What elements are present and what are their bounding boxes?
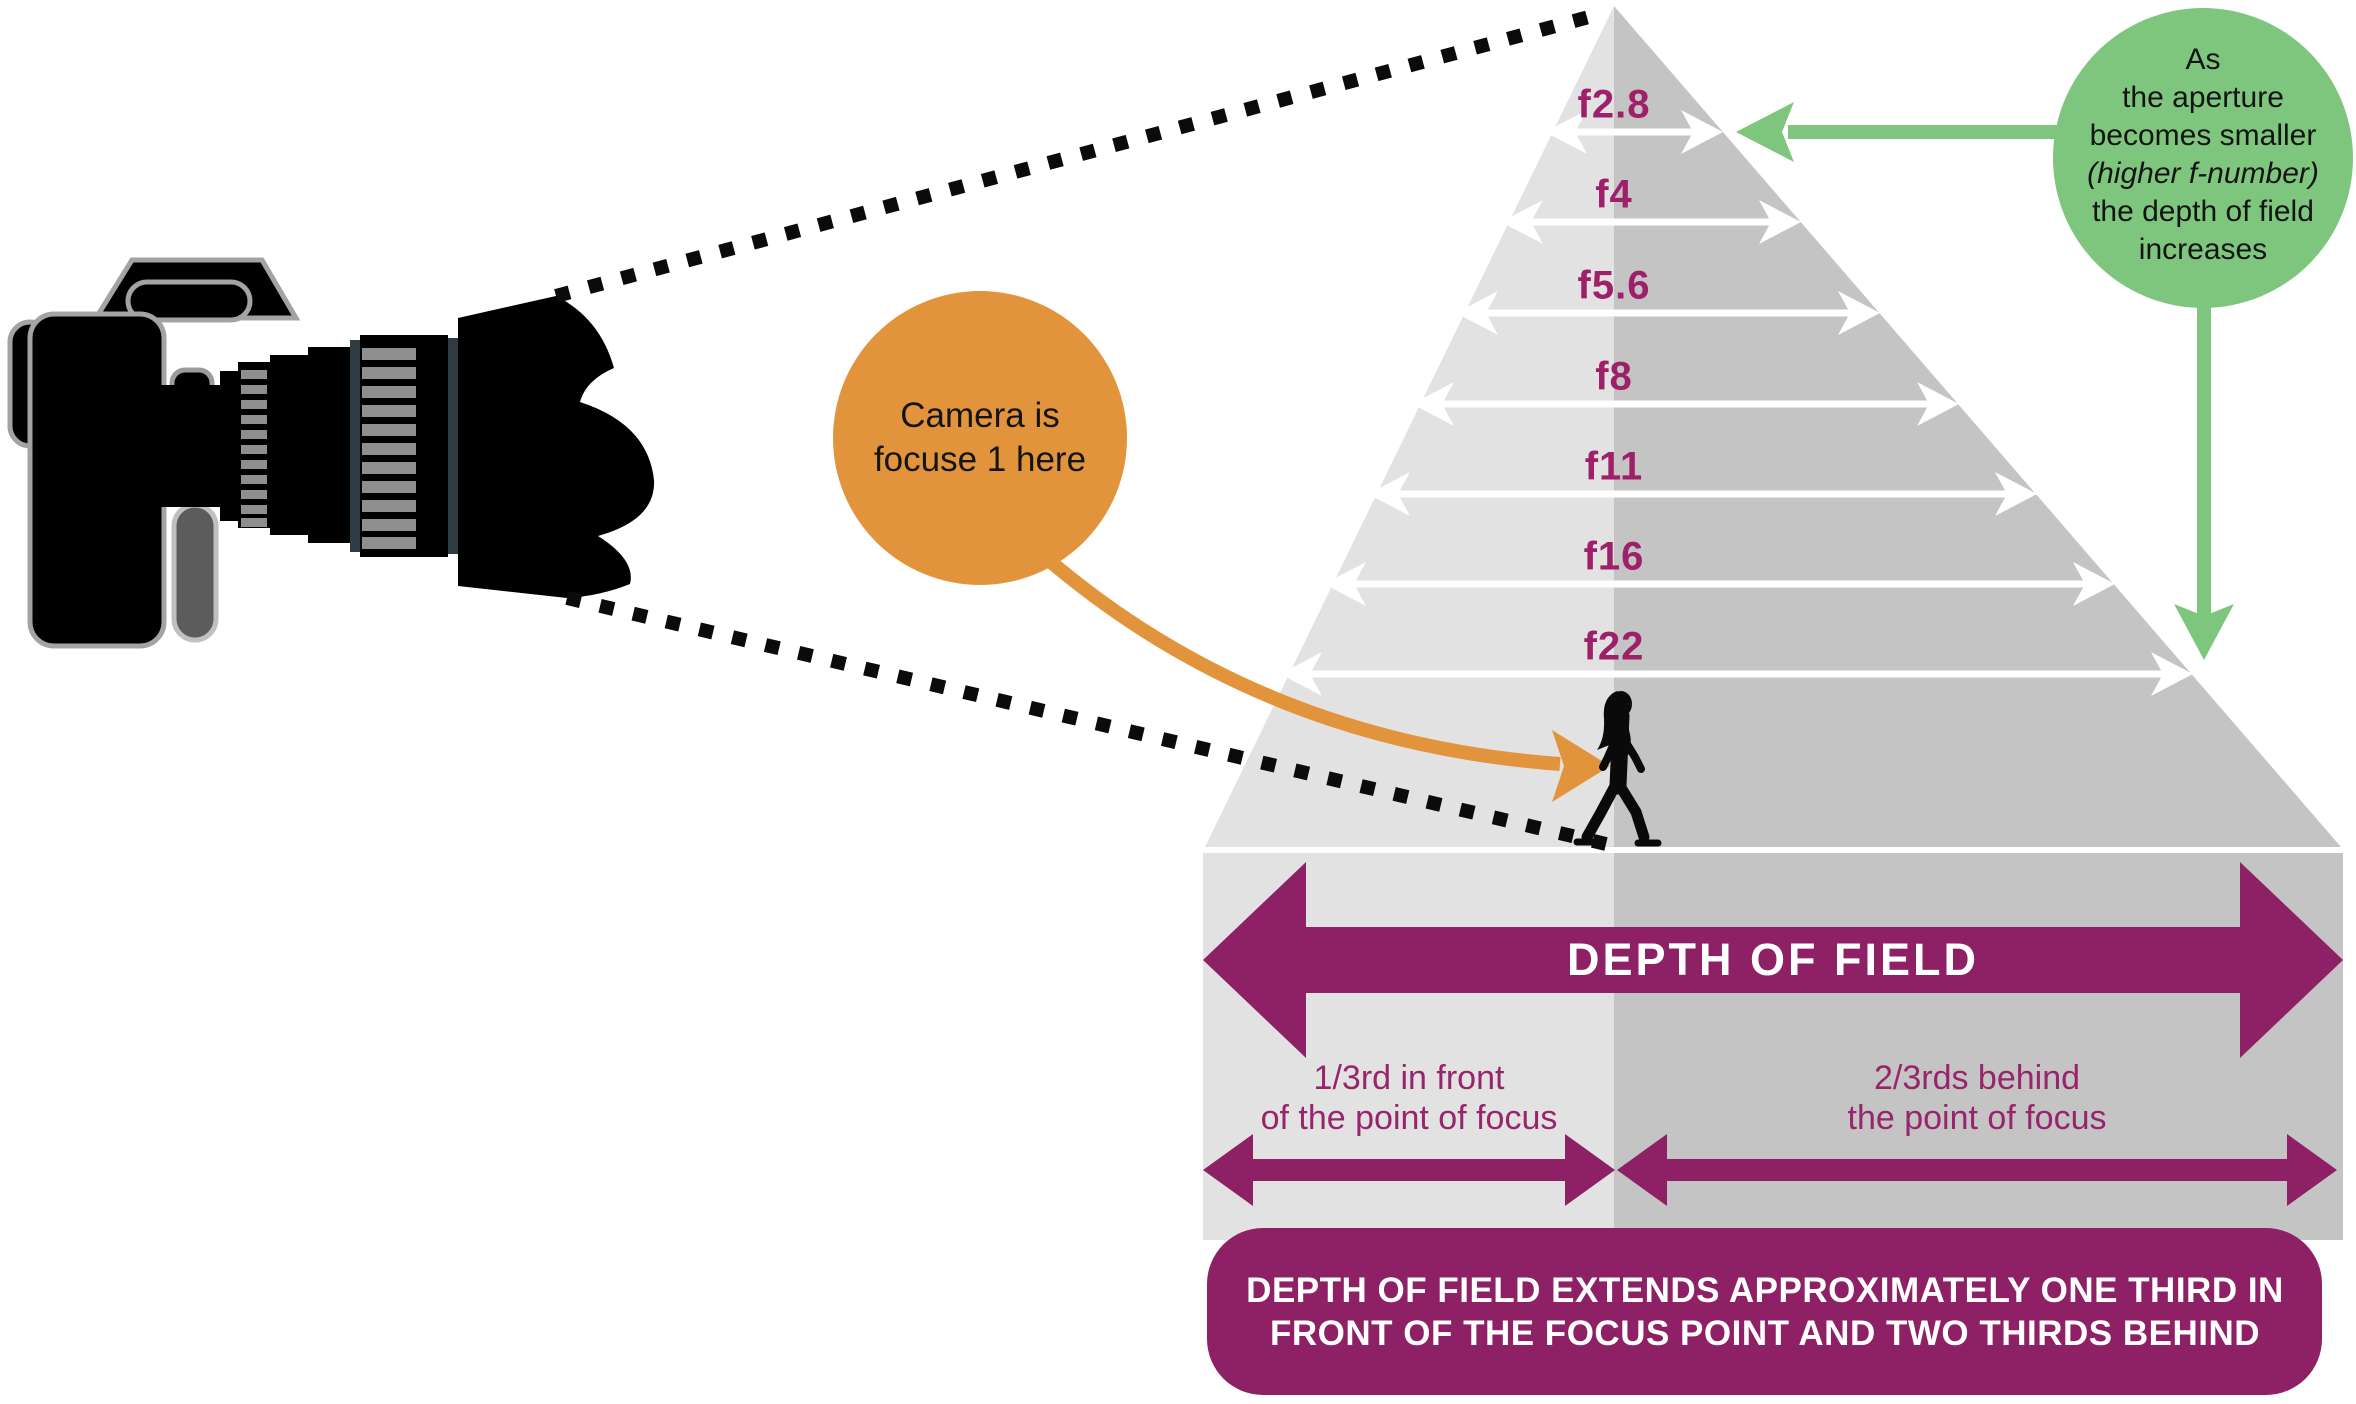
depth-of-field-label: DEPTH OF FIELD — [1567, 934, 1979, 985]
camera-body — [27, 311, 167, 649]
focus-callout-line1: Camera is — [900, 396, 1060, 435]
green-arrow-vertical-shaft — [2197, 300, 2211, 620]
person-back-leg — [1581, 780, 1621, 843]
behind-two-thirds-label: 2/3rds behind the point of focus — [1848, 1058, 2107, 1138]
fstop-arrow-f22 — [1280, 652, 2193, 696]
focus-callout-line2: focuse 1 here — [873, 440, 1087, 479]
aperture-note-text: As the aperture becomes smaller (higher … — [2087, 41, 2319, 269]
fstop-label-f16: f16 — [1583, 534, 1645, 579]
person-back-arm — [1599, 732, 1621, 771]
summary-text: DEPTH OF FIELD EXTENDS APPROXIMATELY ONE… — [1246, 1269, 2284, 1355]
behind-two-thirds-line1: 2/3rds behind — [1873, 1059, 2081, 1097]
ground-behind-two-thirds — [1614, 853, 2343, 1240]
summary-line1: DEPTH OF FIELD EXTENDS APPROXIMATELY ONE… — [1246, 1271, 2284, 1310]
ground-rectangles — [1203, 853, 2343, 1240]
fstop-arrow-f4 — [1501, 200, 1801, 244]
front-third-arrow — [1203, 1134, 1615, 1206]
aperture-note-line1: As — [2185, 43, 2221, 76]
green-arrowhead-left — [1736, 102, 1794, 162]
person-front-leg — [1614, 780, 1650, 843]
fov-line-top — [554, 7, 1602, 303]
aperture-note-bubble — [2053, 8, 2353, 308]
front-third-line2: of the point of focus — [1260, 1099, 1558, 1137]
depth-of-field-arrow — [1203, 862, 2343, 1058]
camera-grip-strip — [171, 502, 219, 643]
triangle-behind-half — [1614, 6, 2341, 847]
aperture-note-line2: the aperture — [2122, 81, 2284, 114]
green-arrow-horizontal-shaft — [1788, 125, 2068, 139]
focus-callout-text: Camera is focuse 1 here — [874, 394, 1086, 482]
fstop-arrow-f2.8 — [1545, 110, 1723, 154]
behind-two-thirds-line2: the point of focus — [1847, 1099, 2107, 1137]
aperture-note-line3: becomes smaller — [2089, 119, 2317, 152]
behind-two-thirds-arrow — [1617, 1134, 2337, 1206]
fstop-label-f8: f8 — [1595, 354, 1633, 399]
fstop-label-f11: f11 — [1584, 444, 1644, 489]
fov-line-bottom — [565, 591, 1608, 851]
subject-person-silhouette — [1573, 691, 1662, 847]
aperture-note-line4: (higher f-number) — [2087, 157, 2319, 190]
fstop-arrow-f11 — [1368, 472, 2037, 516]
dof-triangle — [1205, 6, 2341, 847]
field-of-view-cone — [554, 7, 1608, 851]
fraction-arrows — [1203, 1134, 2337, 1206]
fstop-arrow-f16 — [1324, 562, 2115, 606]
focus-callout-bubble — [833, 291, 1127, 585]
camera-icon — [7, 257, 655, 649]
triangle-front-half — [1205, 6, 1614, 847]
fstop-label-f22: f22 — [1583, 624, 1645, 669]
summary-box — [1207, 1228, 2322, 1395]
camera-lens-hood — [458, 296, 655, 598]
summary-line2: FRONT OF THE FOCUS POINT AND TWO THIRDS … — [1270, 1314, 2260, 1353]
camera-zoom-ring-stripes — [362, 348, 416, 549]
camera-focus-ring-stripes — [241, 370, 267, 527]
fstop-label-f4: f4 — [1595, 172, 1633, 217]
camera-lens-barrel — [160, 335, 460, 557]
green-arrowhead-down — [2174, 604, 2234, 660]
camera-viewfinder-pill — [125, 279, 253, 323]
focus-callout-group — [833, 291, 1610, 802]
aperture-note-group — [1736, 8, 2353, 660]
fstop-arrow-f8 — [1412, 382, 1959, 426]
focus-arrow-curve — [1039, 550, 1561, 771]
aperture-note-line6: increases — [2138, 233, 2268, 266]
aperture-note-line5: the depth of field — [2092, 195, 2314, 228]
fstop-label-f5.6: f5.6 — [1577, 263, 1651, 308]
focus-arrowhead — [1552, 730, 1610, 802]
front-third-label: 1/3rd in front of the point of focus — [1261, 1058, 1558, 1138]
person-front-arm — [1618, 732, 1645, 773]
fstop-arrow-f5.6 — [1456, 291, 1880, 335]
front-third-line1: 1/3rd in front — [1313, 1059, 1505, 1097]
fstop-width-arrows — [1280, 110, 2193, 696]
fstop-label-f2.8: f2.8 — [1577, 82, 1651, 127]
